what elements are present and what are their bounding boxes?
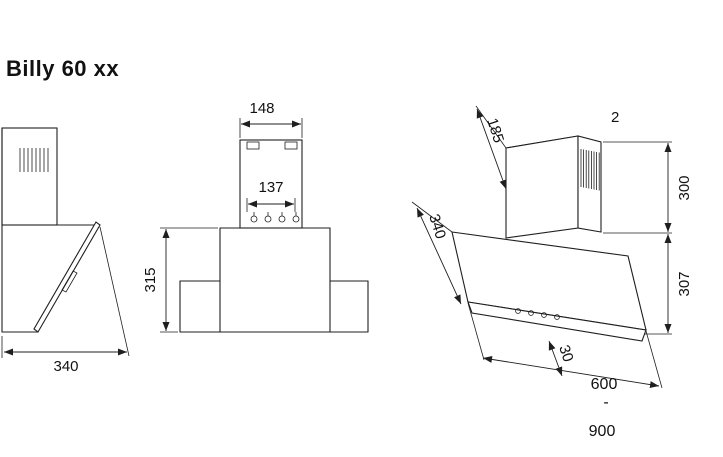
iso-vent-grille <box>580 149 600 191</box>
iso-lights <box>515 308 560 320</box>
iso-dim185-line <box>476 108 507 190</box>
front-view-drawing: 148 137 <box>142 100 369 333</box>
iso-dim300-label: 300 <box>676 175 693 200</box>
front-mount-bracket-left <box>246 141 260 150</box>
iso-width-min-label: 600 <box>591 376 618 393</box>
iso-dim30-label: 30 <box>555 343 576 364</box>
iso-chimney-side-face <box>577 135 602 233</box>
front-controls-width-label: 137 <box>258 179 283 196</box>
front-chimney-width-label: 148 <box>249 100 274 117</box>
side-depth-dimension-label: 340 <box>53 358 78 375</box>
side-dim-extension-right <box>99 226 130 357</box>
side-handle <box>61 270 78 293</box>
iso-bottom-ext-right <box>645 330 663 389</box>
side-vent-grille <box>19 148 49 172</box>
side-view-drawing: 340 <box>1 127 130 375</box>
iso-width-max-label: 900 <box>589 423 616 440</box>
iso-chimney-front-face <box>505 135 579 239</box>
iso-bottom-ext-left <box>467 302 485 361</box>
iso-width-dimension-line <box>482 355 660 389</box>
front-body-outline <box>179 227 369 333</box>
front-control-knobs <box>250 212 300 223</box>
iso-dim340-label: 340 <box>425 212 449 241</box>
iso-body-bottom-edge <box>467 301 647 342</box>
side-chimney-outline <box>1 127 58 226</box>
iso-dim340-line <box>416 207 462 305</box>
side-glass-panel <box>33 221 101 333</box>
front-height-dimension-label: 315 <box>142 267 159 292</box>
iso-dim307-label: 307 <box>676 271 693 296</box>
front-mount-bracket-right <box>284 141 298 150</box>
iso-dim185-label: 185 <box>483 116 507 145</box>
front-chimney-outline <box>239 139 303 229</box>
iso-dim2-label: 2 <box>611 109 619 126</box>
iso-width-range-separator: - <box>603 394 608 411</box>
iso-view-drawing: 185 2 340 300 307 30 600 - 900 <box>411 105 693 440</box>
model-title: Billy 60 xx <box>6 56 120 81</box>
